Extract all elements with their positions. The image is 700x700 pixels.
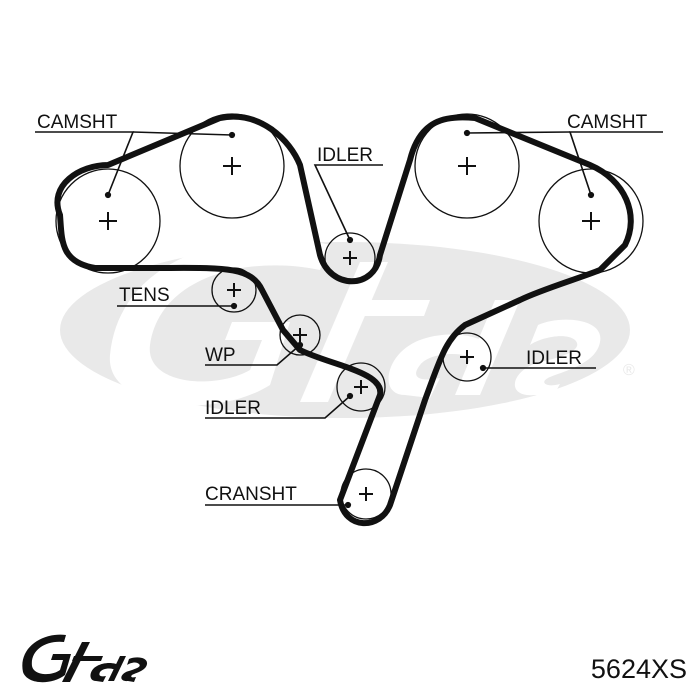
label-water-pump: WP (205, 345, 236, 366)
label-camshaft-right: CAMSHT (567, 112, 648, 133)
label-camshaft-left: CAMSHT (37, 112, 118, 133)
pulley-idler-right (442, 332, 492, 382)
label-idler-top: IDLER (317, 145, 373, 166)
label-tensioner: TENS (119, 285, 170, 306)
watermark-trademark: ® (623, 362, 635, 379)
pulley-water-pump (279, 314, 321, 356)
pulley-idler-lower-left (336, 362, 386, 412)
pulley-camshaft-right-upper (414, 113, 520, 219)
label-idler-lower-left: IDLER (205, 398, 261, 419)
pulley-camshaft-right-lower (538, 168, 644, 274)
label-crankshaft: CRANSHT (205, 484, 297, 505)
gates-logo (22, 634, 148, 683)
pulley-camshaft-left-lower (55, 168, 161, 274)
pulley-tensioner (211, 267, 257, 313)
pulley-idler-top (324, 232, 376, 284)
timing-belt (54, 113, 634, 527)
part-number: 5624XS (591, 654, 687, 684)
pulley-camshaft-left-upper (179, 113, 285, 219)
watermark-logo: ® (60, 238, 635, 418)
label-idler-right: IDLER (526, 348, 582, 369)
leader-lines (35, 129, 663, 509)
pulley-crankshaft (340, 468, 392, 520)
